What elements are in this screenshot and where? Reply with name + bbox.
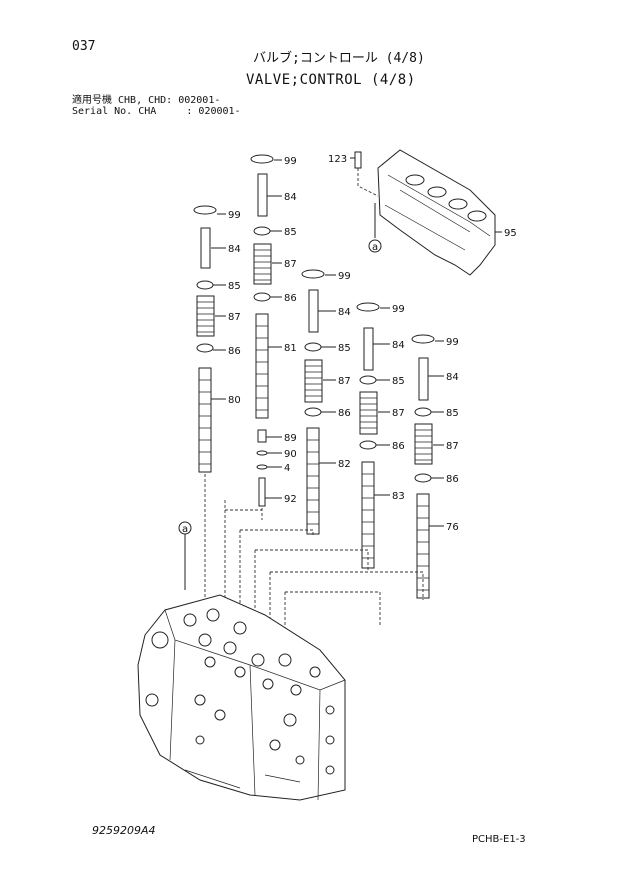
callout-99: 99 bbox=[228, 210, 241, 221]
spool-assembly-80 bbox=[193, 205, 217, 473]
callout-99: 99 bbox=[392, 304, 405, 315]
part-89 bbox=[257, 429, 267, 443]
callout-89: 89 bbox=[284, 433, 297, 444]
callout-99: 99 bbox=[284, 156, 297, 167]
callout-84: 84 bbox=[228, 244, 241, 255]
callout-95: 95 bbox=[504, 228, 517, 239]
callout-83: 83 bbox=[392, 491, 405, 502]
callout-84: 84 bbox=[338, 307, 351, 318]
bolt-123 bbox=[354, 151, 362, 169]
seat-86 bbox=[253, 292, 271, 302]
spool-assembly-83 bbox=[356, 302, 380, 569]
callout-85: 85 bbox=[338, 343, 351, 354]
seat-85 bbox=[253, 226, 271, 236]
o-ring-99 bbox=[193, 205, 217, 215]
o-ring-99 bbox=[411, 334, 435, 344]
callout-84: 84 bbox=[446, 372, 459, 383]
callout-81: 81 bbox=[284, 343, 297, 354]
callout-123: 123 bbox=[328, 154, 347, 165]
callout-87: 87 bbox=[392, 408, 405, 419]
cap-95 bbox=[350, 149, 502, 276]
bolt-92 bbox=[258, 477, 266, 507]
plug-84 bbox=[363, 327, 374, 371]
reference-letter-a: a bbox=[372, 242, 378, 253]
spool-82 bbox=[306, 427, 320, 535]
callout-85: 85 bbox=[284, 227, 297, 238]
plug-84 bbox=[257, 173, 268, 217]
callout-86: 86 bbox=[284, 293, 297, 304]
callout-86: 86 bbox=[446, 474, 459, 485]
seat-86 bbox=[359, 440, 377, 450]
figure-number: 9259209A4 bbox=[92, 824, 156, 837]
callout-85: 85 bbox=[446, 408, 459, 419]
plug-84 bbox=[308, 289, 319, 333]
serial-range-line-1: 適用号機 CHB, CHD: 002001- bbox=[72, 95, 221, 106]
seat-85 bbox=[196, 280, 214, 290]
spool-assembly-81 bbox=[250, 154, 274, 507]
callout-80: 80 bbox=[228, 395, 241, 406]
callout-86: 86 bbox=[338, 408, 351, 419]
callout-86: 86 bbox=[228, 346, 241, 357]
reference-mark-a bbox=[368, 239, 382, 253]
callout-86: 86 bbox=[392, 441, 405, 452]
title-japanese: バルブ;コントロール (4/8) bbox=[253, 51, 425, 66]
seat-86 bbox=[304, 407, 322, 417]
callout-85: 85 bbox=[392, 376, 405, 387]
callout-99: 99 bbox=[338, 271, 351, 282]
callout-84: 84 bbox=[284, 192, 297, 203]
serial-range-line-2: Serial No. CHA : 020001- bbox=[72, 106, 241, 117]
callout-90: 90 bbox=[284, 449, 297, 460]
o-ring-99 bbox=[301, 269, 325, 279]
seat-86 bbox=[414, 473, 432, 483]
spool-81 bbox=[255, 313, 269, 419]
spring-87 bbox=[304, 359, 323, 403]
spool-76 bbox=[416, 493, 430, 599]
callout-87: 87 bbox=[446, 441, 459, 452]
callout-82: 82 bbox=[338, 459, 351, 470]
callout-87: 87 bbox=[284, 259, 297, 270]
callout-87: 87 bbox=[338, 376, 351, 387]
callout-99: 99 bbox=[446, 337, 459, 348]
page-number: 037 bbox=[72, 39, 96, 54]
callout-92: 92 bbox=[284, 494, 297, 505]
callout-4: 4 bbox=[284, 463, 290, 474]
spool-assembly-82 bbox=[301, 269, 325, 535]
spool-assembly-76 bbox=[411, 334, 435, 599]
spool-80 bbox=[198, 367, 212, 473]
seat-86 bbox=[196, 343, 214, 353]
title-english: VALVE;CONTROL (4/8) bbox=[246, 72, 416, 88]
callout-84: 84 bbox=[392, 340, 405, 351]
plug-84 bbox=[200, 227, 211, 269]
part-4 bbox=[256, 464, 268, 470]
o-ring-99 bbox=[356, 302, 380, 312]
reference-letter-a: a bbox=[182, 524, 188, 535]
sheet-id: PCHB-E1-3 bbox=[472, 834, 526, 845]
callout-85: 85 bbox=[228, 281, 241, 292]
valve-body bbox=[137, 594, 346, 801]
seat-85 bbox=[304, 342, 322, 352]
spring-87 bbox=[359, 391, 378, 435]
part-90 bbox=[256, 450, 268, 456]
plug-84 bbox=[418, 357, 429, 401]
callout-76: 76 bbox=[446, 522, 459, 533]
callout-87: 87 bbox=[228, 312, 241, 323]
seat-85 bbox=[414, 407, 432, 417]
o-ring-99 bbox=[250, 154, 274, 164]
seat-85 bbox=[359, 375, 377, 385]
